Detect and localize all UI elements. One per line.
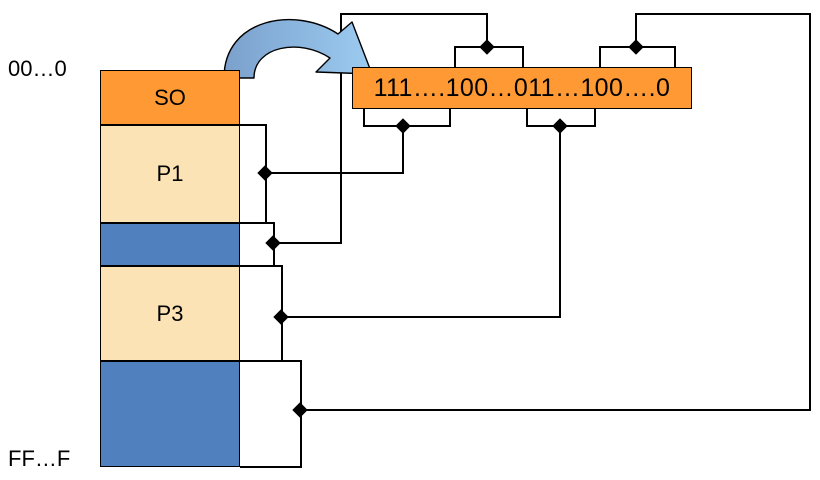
block-p3-label: P3 xyxy=(156,300,184,326)
bottom-address-label: FF…F xyxy=(8,446,71,471)
block-p1-label: P1 xyxy=(156,161,184,186)
block-p3[interactable]: P3 xyxy=(100,266,240,361)
junction-markers xyxy=(257,39,644,418)
diamond-free-1 xyxy=(265,235,281,251)
block-free-2[interactable] xyxy=(100,361,240,467)
diamond-bit-bot-2 xyxy=(552,118,568,134)
diamond-p3 xyxy=(273,309,289,325)
diamond-bit-bot-1 xyxy=(395,118,411,134)
wire-free2-to-bit-top-2 xyxy=(300,13,811,411)
block-so[interactable]: SO xyxy=(100,70,240,125)
bitstring-box[interactable]: 111….100…011…100….0 xyxy=(352,67,692,109)
diamond-bit-top-2 xyxy=(628,39,644,55)
block-so-label: SO xyxy=(154,84,186,110)
wire-free1-to-bit-top-1 xyxy=(273,13,488,244)
diamond-p1 xyxy=(257,165,273,181)
bitstring-text: 111….100…011…100….0 xyxy=(373,73,671,102)
bracket-p3-outline xyxy=(240,265,283,362)
diamond-free-2 xyxy=(292,402,308,418)
top-address-label: 00…0 xyxy=(8,56,67,81)
block-free-1[interactable] xyxy=(100,223,240,266)
diamond-bit-top-1 xyxy=(479,39,495,55)
block-p1[interactable]: P1 xyxy=(100,125,240,223)
wire-p3-to-bit-bot-2 xyxy=(281,126,561,318)
wire-p1-to-bit-bot-1 xyxy=(265,126,404,174)
bracket-free-2-outline xyxy=(240,360,302,468)
copy-arrow xyxy=(223,18,373,79)
copy-arrow-shape xyxy=(223,18,373,79)
